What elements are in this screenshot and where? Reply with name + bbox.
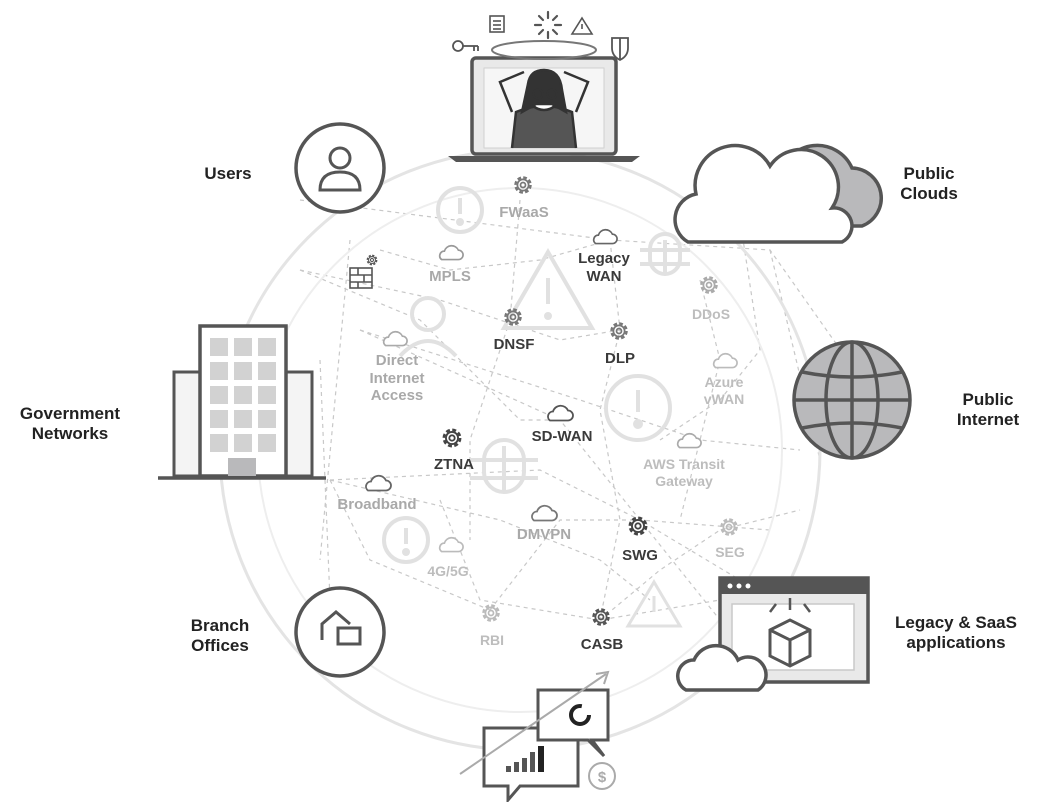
stressed-person-illustration [498, 68, 590, 149]
warning-icon [500, 248, 596, 330]
cloud-icon [438, 244, 464, 261]
label-direct-internet-access: Direct Internet Access [369, 352, 425, 405]
label-swg: SWG [622, 547, 658, 564]
label-ztna: ZTNA [434, 456, 474, 473]
label-dmvpn: DMVPN [516, 526, 572, 543]
label-users: Users [204, 164, 252, 183]
cloud-icon [438, 536, 464, 553]
gear-icon [592, 608, 610, 626]
label-broadband: Broadband [337, 496, 417, 513]
gear-icon [482, 604, 500, 622]
shield-icon [611, 37, 629, 62]
label-4g-5g: 4G/5G [427, 563, 469, 579]
alert-circle-icon [436, 186, 484, 234]
chat-bubble-icon [459, 670, 610, 802]
label-dnsf: DNSF [493, 336, 535, 353]
document-icon [489, 15, 505, 33]
browser-window-icon [676, 576, 870, 692]
label-ddos: DDoS [691, 306, 731, 322]
cloud-icon [676, 432, 702, 449]
label-fwaas: FWaaS [499, 204, 549, 221]
bug-icon [640, 232, 690, 276]
cloud-icon [673, 143, 883, 244]
svg-text:$: $ [598, 769, 607, 786]
cloud-icon [382, 330, 408, 347]
connection-lines [299, 199, 891, 621]
label-dlp: DLP [605, 350, 635, 367]
firewall-icon [349, 254, 378, 289]
key-icon [452, 40, 479, 52]
label-legacy-saas-applications: Legacy & SaaS applications [895, 613, 1017, 653]
cloud-icon [547, 404, 574, 422]
gear-icon [514, 176, 532, 194]
box-icon [768, 618, 812, 668]
label-mpls: MPLS [429, 268, 471, 285]
label-sd-wan: SD-WAN [531, 428, 593, 445]
gear-icon [700, 276, 718, 294]
label-public-clouds: Public Clouds [900, 164, 958, 204]
users-node [294, 122, 386, 214]
label-azure-vwan: Azure vWAN [703, 374, 745, 407]
cloud-icon [712, 352, 738, 369]
bug-icon [470, 438, 538, 494]
dollar-icon: $ [588, 762, 616, 790]
person-icon [318, 146, 362, 192]
building-icon [158, 324, 326, 480]
label-seg: SEG [715, 544, 745, 560]
hacker-icon [398, 296, 458, 358]
label-legacy-wan: Legacy WAN [578, 250, 630, 285]
cloud-icon [531, 504, 558, 522]
home-laptop-icon [320, 610, 362, 646]
alert-circle-icon [382, 516, 430, 564]
loading-spinner-icon [533, 10, 563, 40]
gear-icon [442, 428, 462, 448]
laptop-icon [448, 40, 640, 162]
branch-offices-node [294, 586, 386, 678]
warning-icon [570, 16, 594, 35]
globe-icon [792, 340, 912, 460]
label-aws-transit-gateway: AWS Transit Gateway [643, 456, 725, 489]
background-hazards [382, 186, 690, 628]
label-rbi: RBI [479, 632, 505, 648]
gear-icon [610, 322, 628, 340]
label-government-networks: Government Networks [19, 404, 121, 444]
cloud-icon [365, 474, 392, 492]
label-branch-offices: Branch Offices [190, 616, 250, 656]
cloud-icon [592, 228, 618, 245]
label-casb: CASB [580, 636, 624, 653]
warning-icon [625, 579, 683, 628]
alert-circle-icon [604, 374, 672, 442]
label-public-internet: Public Internet [956, 390, 1020, 430]
